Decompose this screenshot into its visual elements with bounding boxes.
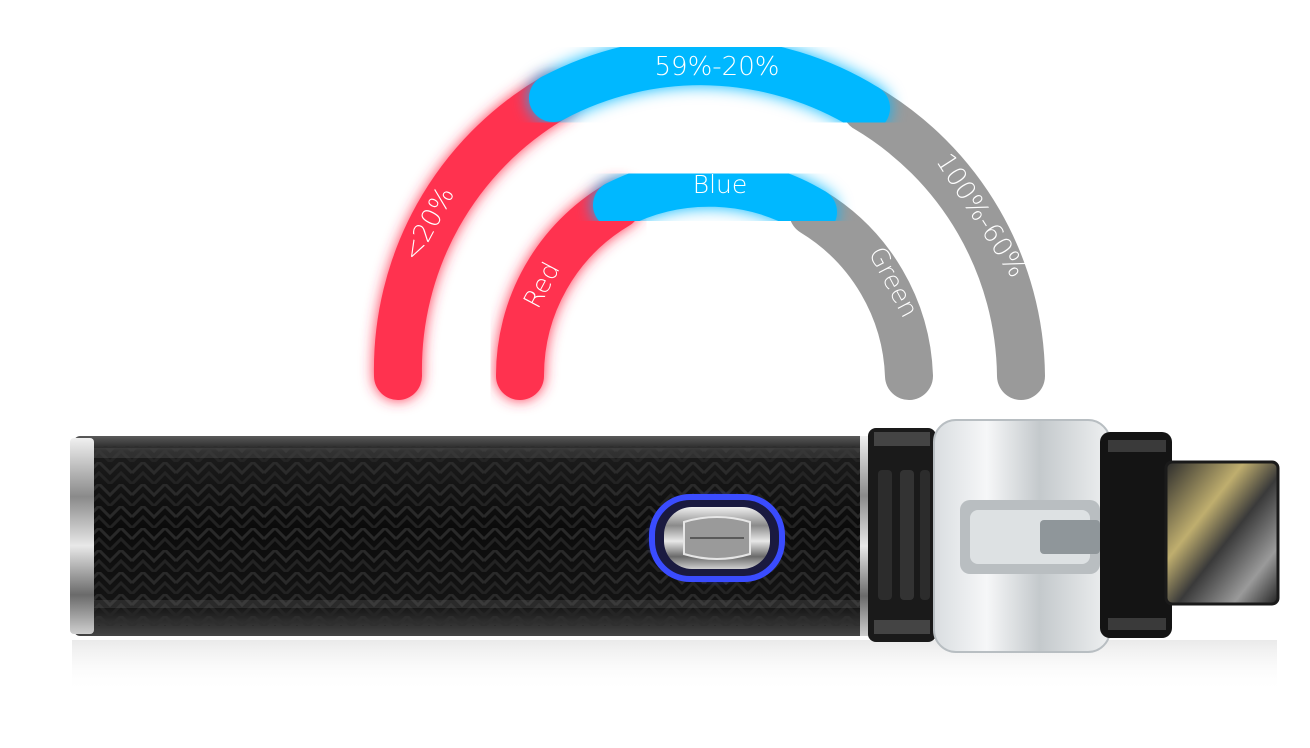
inner-ring-gray-segment: [789, 188, 933, 400]
chrome-connector-ring: [860, 436, 870, 636]
drip-tip: [1166, 462, 1278, 604]
inner-ring-mid-label: Blue: [693, 170, 748, 199]
outer-ring-mid-label: 59%-20%: [655, 52, 780, 82]
vape-pen-device: [70, 419, 1280, 692]
inner-ring-red-segment: [495, 181, 641, 400]
outer-ring-gray-segment: [842, 84, 1045, 400]
outer-ring-red-segment: [373, 74, 577, 400]
top-cap: [1100, 432, 1172, 638]
fire-button[interactable]: [644, 490, 788, 586]
inner-ring-blue-segment: [593, 158, 837, 236]
inner-ring: Red Blue Green: [495, 158, 933, 400]
outer-ring: <20% 59%-20% 100%-60%: [373, 37, 1045, 400]
bottom-cap: [70, 438, 94, 634]
outer-ring-blue-segment: [529, 37, 890, 132]
